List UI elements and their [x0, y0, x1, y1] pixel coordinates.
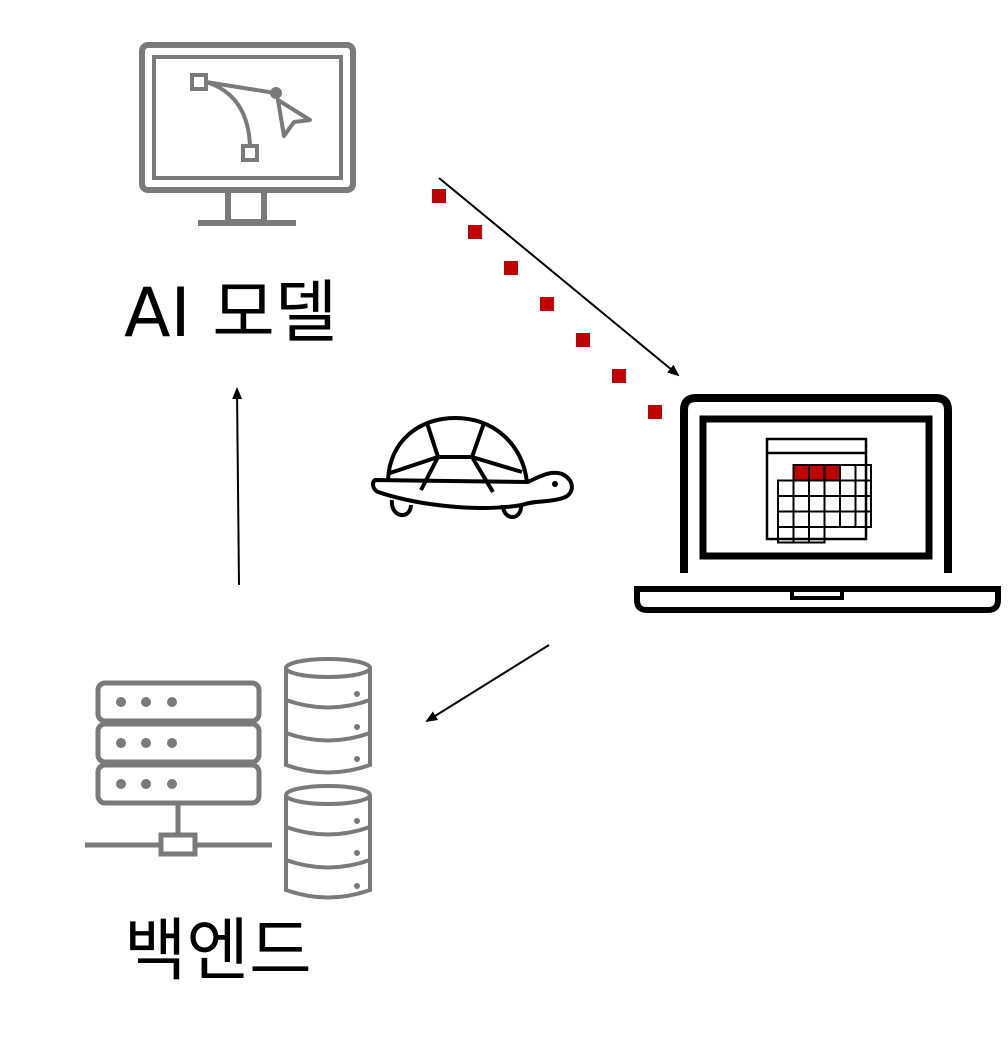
calendar-cell	[777, 495, 795, 513]
database-icon	[284, 784, 372, 900]
database-icon	[284, 657, 372, 775]
calendar-cell	[792, 495, 810, 513]
ai-model-label: AI 모델	[124, 274, 338, 353]
calendar-cell	[854, 479, 872, 497]
calendar-cell	[854, 495, 872, 513]
server-rack-icon	[85, 680, 272, 857]
calendar-highlighted-cell	[792, 464, 810, 482]
calendar-cell	[808, 510, 826, 528]
calendar-cell	[839, 495, 857, 513]
backend-label: 백엔드	[124, 912, 312, 991]
arrow-client-to-backend	[425, 644, 550, 723]
calendar-cell	[854, 510, 872, 528]
laptop-calendar-icon	[634, 394, 1001, 613]
calendar-cell	[823, 510, 841, 528]
arrow-backend-to-ai	[232, 387, 243, 586]
calendar-cell	[808, 479, 826, 497]
calendar-highlighted-cell	[808, 464, 826, 482]
calendar-cell	[808, 495, 826, 513]
calendar-cell	[792, 510, 810, 528]
data-flow-dots	[432, 189, 662, 419]
calendar-cell	[839, 510, 857, 528]
calendar-cell	[777, 510, 795, 528]
calendar-cell	[777, 479, 795, 497]
turtle-icon	[371, 416, 574, 519]
calendar-cell	[839, 479, 857, 497]
calendar-cell	[839, 464, 857, 482]
calendar-cell	[854, 464, 872, 482]
arrow-ai-to-client	[438, 177, 680, 377]
calendar-cell	[808, 526, 826, 544]
calendar-cell	[792, 479, 810, 497]
calendar-highlighted-cell	[823, 464, 841, 482]
calendar-cell	[823, 495, 841, 513]
calendar-icon	[765, 437, 872, 544]
monitor-vector-pen-icon	[139, 42, 356, 226]
calendar-cell	[823, 479, 841, 497]
